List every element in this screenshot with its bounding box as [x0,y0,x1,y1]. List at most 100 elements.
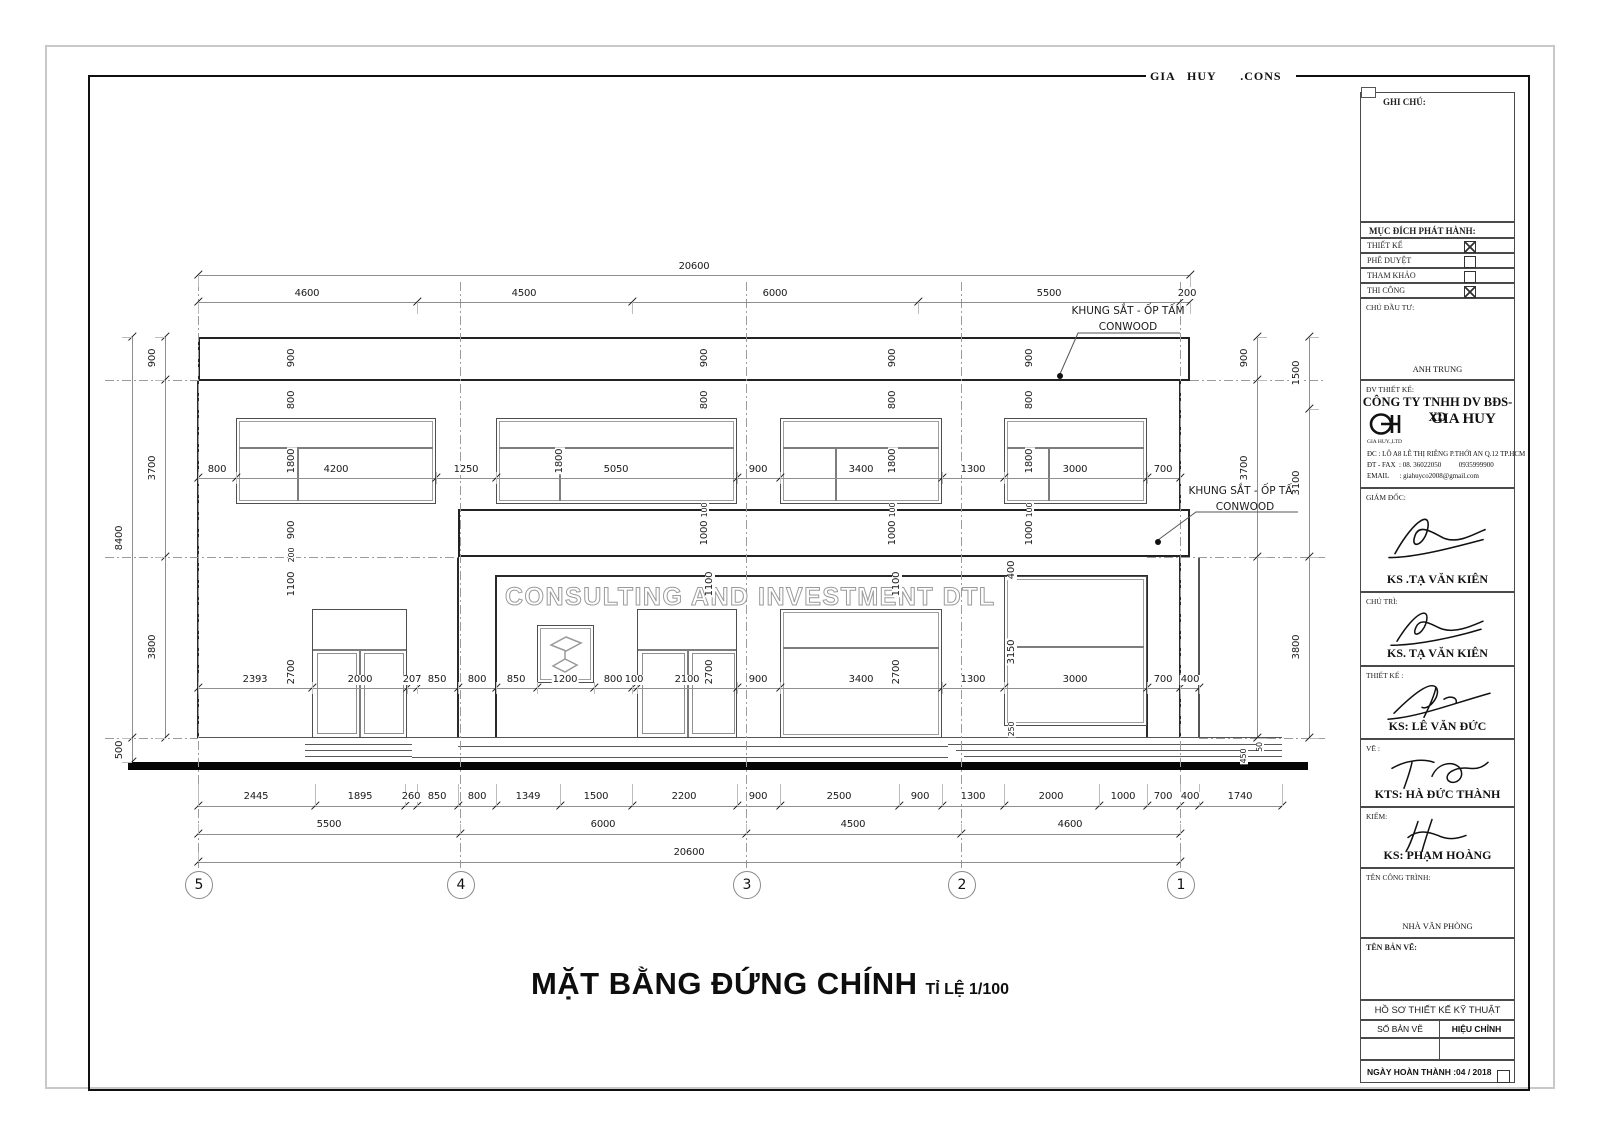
extension-line [1147,682,1148,688]
signer-label: GIÁM ĐỐC: [1366,493,1406,502]
revision-label: HIỆU CHỈNH [1451,1024,1502,1034]
dim-label: 4600 [1056,819,1084,830]
dim-label: 1300 [959,791,987,802]
upper-window-4200 [236,418,436,504]
dim-label: 50 [1255,741,1264,753]
extension-line [942,682,943,688]
extension-line [198,784,199,806]
dim-label: 3400 [847,674,875,685]
extension-line [155,738,165,739]
extension-line [155,337,165,338]
dim-line [198,834,1180,835]
purpose-row-tham-khao: THAM KHẢO [1360,268,1515,283]
extension-line [899,784,900,806]
design-unit-label: ĐV THIẾT KẾ: [1366,385,1414,394]
extension-line [1309,738,1319,739]
porch-edge-line [412,757,948,758]
titleblock-investor: CHỦ ĐẦU TƯ: ANH TRUNG [1360,298,1515,380]
level-line [105,380,198,381]
dim-label: 250 [1007,720,1016,738]
company-email: EMAIL : giahuyco2008@gmail.com [1367,472,1479,480]
dim-label: 1100 [286,570,297,598]
porch-edge-line [458,746,948,747]
extension-line [780,688,781,694]
extension-line [1099,784,1100,806]
page-border [45,45,1555,1089]
purpose-row-phe-duyet: PHÊ DUYỆT [1360,253,1515,268]
dim-label: 200 [287,546,296,564]
extension-line [458,682,459,688]
window-inner-frame [1007,579,1144,723]
dim-label: 800 [286,389,297,411]
notes-label: GHI CHÚ: [1383,97,1426,107]
extension-line [537,688,538,694]
extension-line [122,738,132,739]
dim-label: 4500 [510,288,538,299]
drawing-scale: TỈ LỆ 1/100 [925,981,1010,998]
signer-label: THIẾT KẾ : [1366,671,1404,680]
extension-line [198,472,199,478]
grid-line-4 [460,282,461,868]
titleblock-notes: GHI CHÚ: [1360,92,1515,222]
dim-line [132,337,133,762]
extension-line [198,682,199,688]
storefront-inner-right [1146,575,1148,738]
extension-line [496,472,497,478]
sign-board-1200 [537,625,594,683]
extension-line [1147,784,1148,806]
dim-line [165,337,166,738]
window-inner-frame [783,421,939,501]
logo-caption: GIA HUY.,LTD [1367,439,1402,445]
dim-label: 2500 [825,791,853,802]
signer-name: KTS: HÀ ĐỨC THÀNH [1374,787,1501,801]
dim-label: 3100 [1291,469,1302,497]
extension-line [942,784,943,806]
right-return-wall [1198,557,1200,738]
extension-line [737,784,738,806]
extension-line [436,478,437,484]
signer-name: KS .TẠ VĂN KIÊN [1386,572,1489,586]
extension-line [942,472,943,478]
desk-icon [549,636,583,673]
signer-name: KS. TẠ VĂN KIÊN [1387,646,1488,660]
extension-line [122,762,132,763]
window-inner-frame [239,421,433,501]
dim-label: 4200 [322,464,350,475]
step-line [956,750,1282,751]
extension-line [496,682,497,688]
titleblock-chu-tri: CHỦ TRÌ: KS. TẠ VĂN KIÊN [1360,592,1515,666]
dim-label: 1300 [959,464,987,475]
brand-text: GIA HUY .CONS [1150,69,1282,83]
ground-window-3400 [780,609,942,738]
level-line [1147,557,1325,558]
dim-label: 400 [1179,674,1201,685]
brand-patch [1146,66,1296,84]
extension-line [407,682,408,688]
dim-label: 700 [1152,791,1174,802]
dim-label: 2000 [346,674,374,685]
dim-label: 207 [401,674,423,685]
company-logo-icon [1369,413,1401,435]
window-inner-frame [1007,421,1144,501]
extension-line [236,472,237,478]
titleblock-completion: NGÀY HOÀN THÀNH : 04 / 2018 [1360,1060,1515,1083]
completion-checkbox [1497,1070,1510,1083]
dim-label: 2393 [241,674,269,685]
extension-line [1190,302,1191,314]
grid-line-3 [746,282,747,868]
dim-line [198,302,1190,303]
dim-label: 3400 [847,464,875,475]
dim-label: 100 [623,674,645,685]
dim-label: 900 [286,519,297,541]
extension-line [780,682,781,688]
extension-line [780,478,781,484]
dim-label: 4500 [839,819,867,830]
company-address: ĐC : LÔ A8 LÊ THỊ RIÊNG P.THỚI AN Q.12 T… [1367,450,1526,458]
dim-label: 1500 [1291,359,1302,387]
completion-date: 04 / 2018 [1456,1067,1492,1077]
dim-label: 2700 [704,658,715,686]
dim-label: 400 [1179,791,1201,802]
extension-line [458,784,459,806]
dim-label: 1000 [1109,791,1137,802]
level-line [105,738,198,739]
